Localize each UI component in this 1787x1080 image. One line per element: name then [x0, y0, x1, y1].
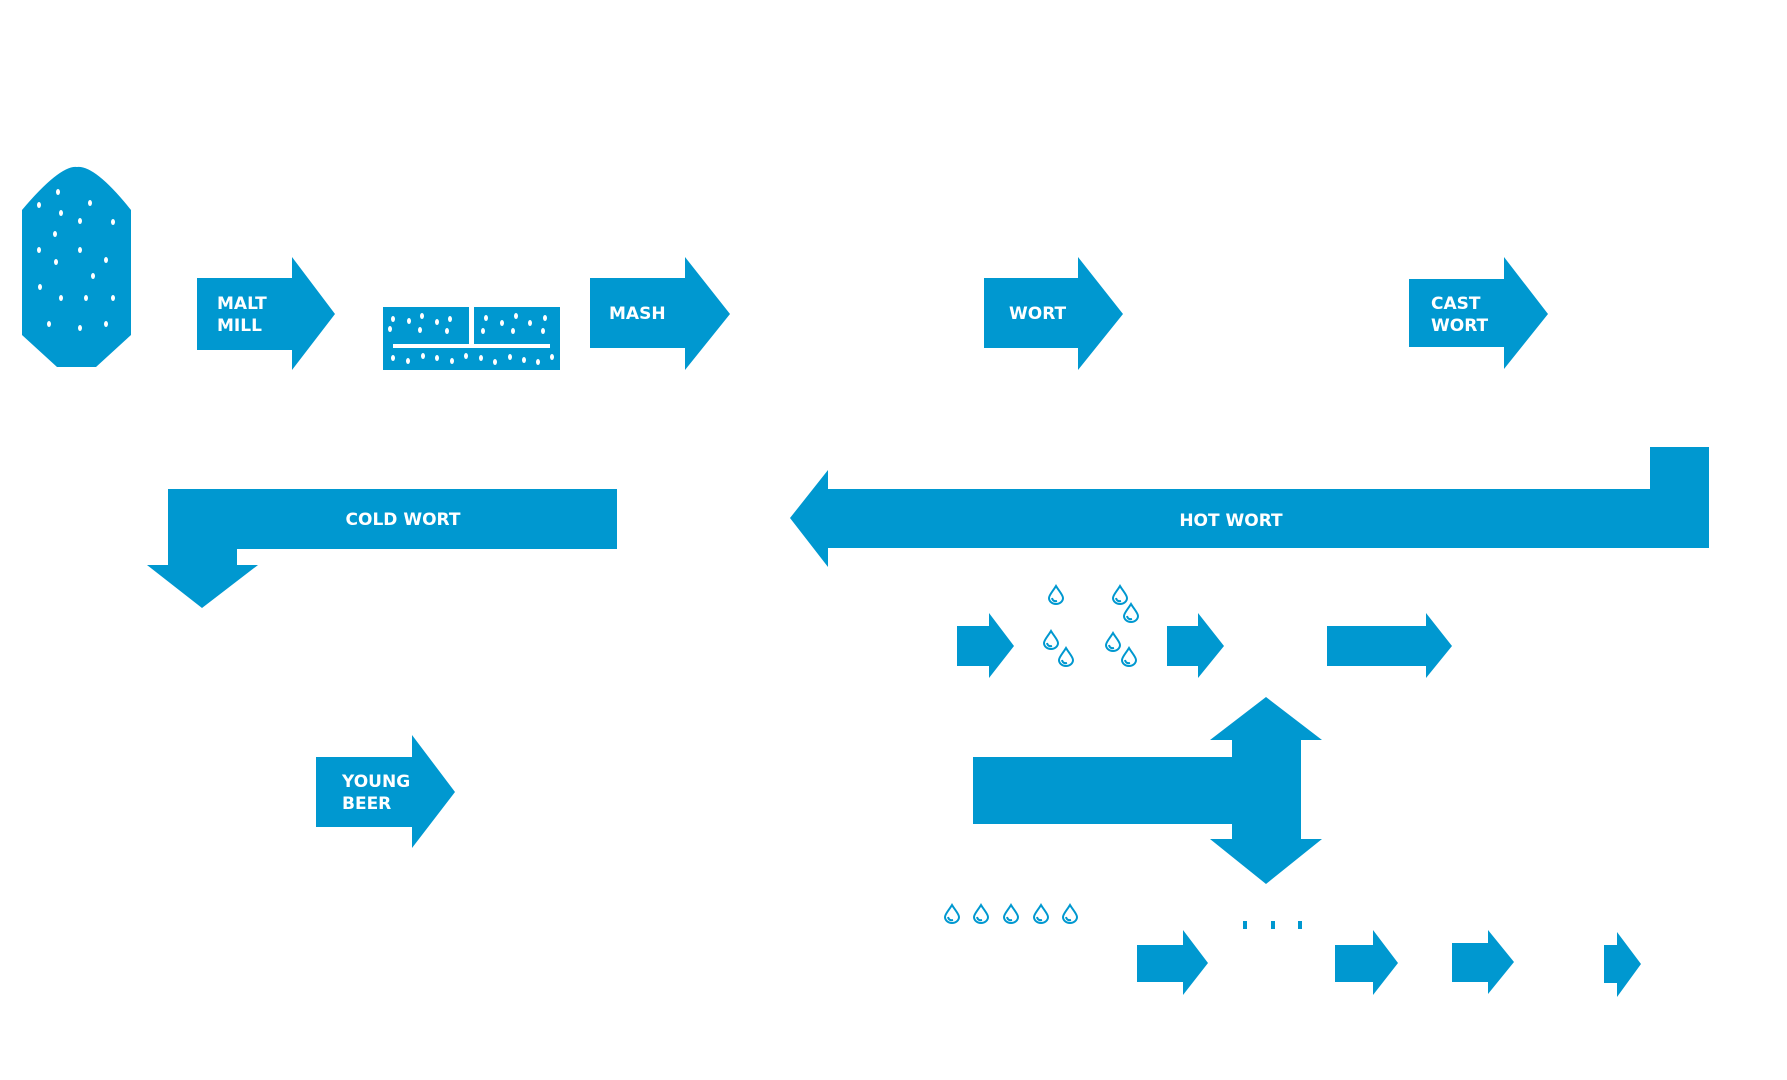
- wort-arrow: WORT: [984, 257, 1123, 370]
- tick-mark-1: [1243, 921, 1247, 929]
- cast-wort-arrow: CAST WORT: [1409, 257, 1548, 369]
- cold-wort-label: COLD WORT: [346, 510, 461, 530]
- grain-dot: [448, 316, 452, 322]
- grain-dot: [528, 320, 532, 326]
- grain-dot: [420, 313, 424, 319]
- water-drop-icon: [943, 903, 961, 924]
- cold-wort-arrow: COLD WORT: [147, 489, 617, 608]
- bottom-arrow-4: [1604, 932, 1641, 997]
- grain-dot: [508, 354, 512, 360]
- bottom-arrow-1: [1137, 930, 1208, 995]
- grain-dot: [104, 257, 108, 263]
- grain-dot: [59, 295, 63, 301]
- grain-dot: [421, 353, 425, 359]
- grain-dot: [78, 218, 82, 224]
- grain-dot: [47, 321, 51, 327]
- water-drop-icon: [972, 903, 990, 924]
- grain-dot: [536, 359, 540, 365]
- malt-mill-label-line1: MALT: [217, 294, 267, 314]
- grain-dot: [111, 219, 115, 225]
- grain-dot: [550, 354, 554, 360]
- grain-dot: [54, 259, 58, 265]
- young-beer-arrow: YOUNG BEER: [316, 735, 455, 848]
- malt-mill-label-line2: MILL: [217, 316, 262, 336]
- water-drop-icon: [1032, 903, 1050, 924]
- grain-dot: [391, 316, 395, 322]
- grain-dot: [511, 328, 515, 334]
- grain-dot: [38, 284, 42, 290]
- grain-dot: [484, 315, 488, 321]
- water-drop-icon: [1104, 631, 1122, 652]
- grain-dot: [445, 328, 449, 334]
- water-drop-icon: [1057, 646, 1075, 667]
- grain-dot: [450, 358, 454, 364]
- young-beer-label-line1: YOUNG: [341, 772, 410, 792]
- water-drop-icon: [1047, 584, 1065, 605]
- grain-dot: [53, 231, 57, 237]
- water-drop-icon: [1002, 903, 1020, 924]
- grain-dot: [78, 325, 82, 331]
- grain-dot: [514, 313, 518, 319]
- grain-dot: [59, 210, 63, 216]
- grain-dot: [418, 327, 422, 333]
- malt-mill-arrow: MALT MILL: [197, 257, 335, 370]
- grain-dot: [391, 355, 395, 361]
- cast-wort-label-line2: WORT: [1431, 316, 1489, 336]
- grain-dot: [111, 295, 115, 301]
- small-arrow-2: [1167, 613, 1224, 678]
- grain-dot: [78, 247, 82, 253]
- bottom-arrow-3: [1452, 930, 1514, 994]
- water-drop-icon: [1120, 646, 1138, 667]
- tick-mark-3: [1298, 921, 1302, 929]
- water-drop-icon: [1061, 903, 1079, 924]
- hot-wort-label: HOT WORT: [1179, 511, 1283, 531]
- grain-dot: [104, 321, 108, 327]
- water-drop-icon: [1111, 584, 1129, 605]
- grain-dot: [88, 200, 92, 206]
- grain-dot: [481, 328, 485, 334]
- mash-arrow: MASH: [590, 257, 730, 370]
- small-arrow-1: [957, 613, 1014, 678]
- grain-dot: [388, 326, 392, 332]
- small-arrow-3: [1327, 613, 1452, 678]
- mash-tun-icon: [383, 307, 560, 370]
- grain-dot: [435, 319, 439, 325]
- water-drops-row: [943, 903, 1079, 924]
- grain-dot: [493, 359, 497, 365]
- hot-wort-arrow: HOT WORT: [790, 447, 1709, 567]
- grain-dot: [522, 357, 526, 363]
- double-arrow-t-shape: [973, 697, 1322, 884]
- grain-dot: [435, 355, 439, 361]
- grain-dot: [541, 328, 545, 334]
- grain-dot: [407, 318, 411, 324]
- young-beer-label-line2: BEER: [342, 794, 391, 814]
- water-drop-icon: [1122, 602, 1140, 623]
- grain-dot: [500, 320, 504, 326]
- bottom-arrow-2: [1335, 930, 1398, 995]
- grain-dot: [406, 358, 410, 364]
- water-drops-cluster: [1042, 584, 1140, 667]
- mash-label: MASH: [609, 304, 666, 324]
- grain-dot: [543, 315, 547, 321]
- grain-dot: [479, 355, 483, 361]
- grain-silo-icon: [22, 166, 131, 367]
- water-drop-icon: [1042, 629, 1060, 650]
- tick-mark-2: [1271, 921, 1275, 929]
- grain-dot: [91, 273, 95, 279]
- cast-wort-label-line1: CAST: [1431, 294, 1481, 314]
- grain-dot: [464, 353, 468, 359]
- grain-dot: [37, 202, 41, 208]
- grain-dot: [84, 295, 88, 301]
- grain-dot: [37, 247, 41, 253]
- wort-label: WORT: [1009, 304, 1067, 324]
- grain-dot: [56, 189, 60, 195]
